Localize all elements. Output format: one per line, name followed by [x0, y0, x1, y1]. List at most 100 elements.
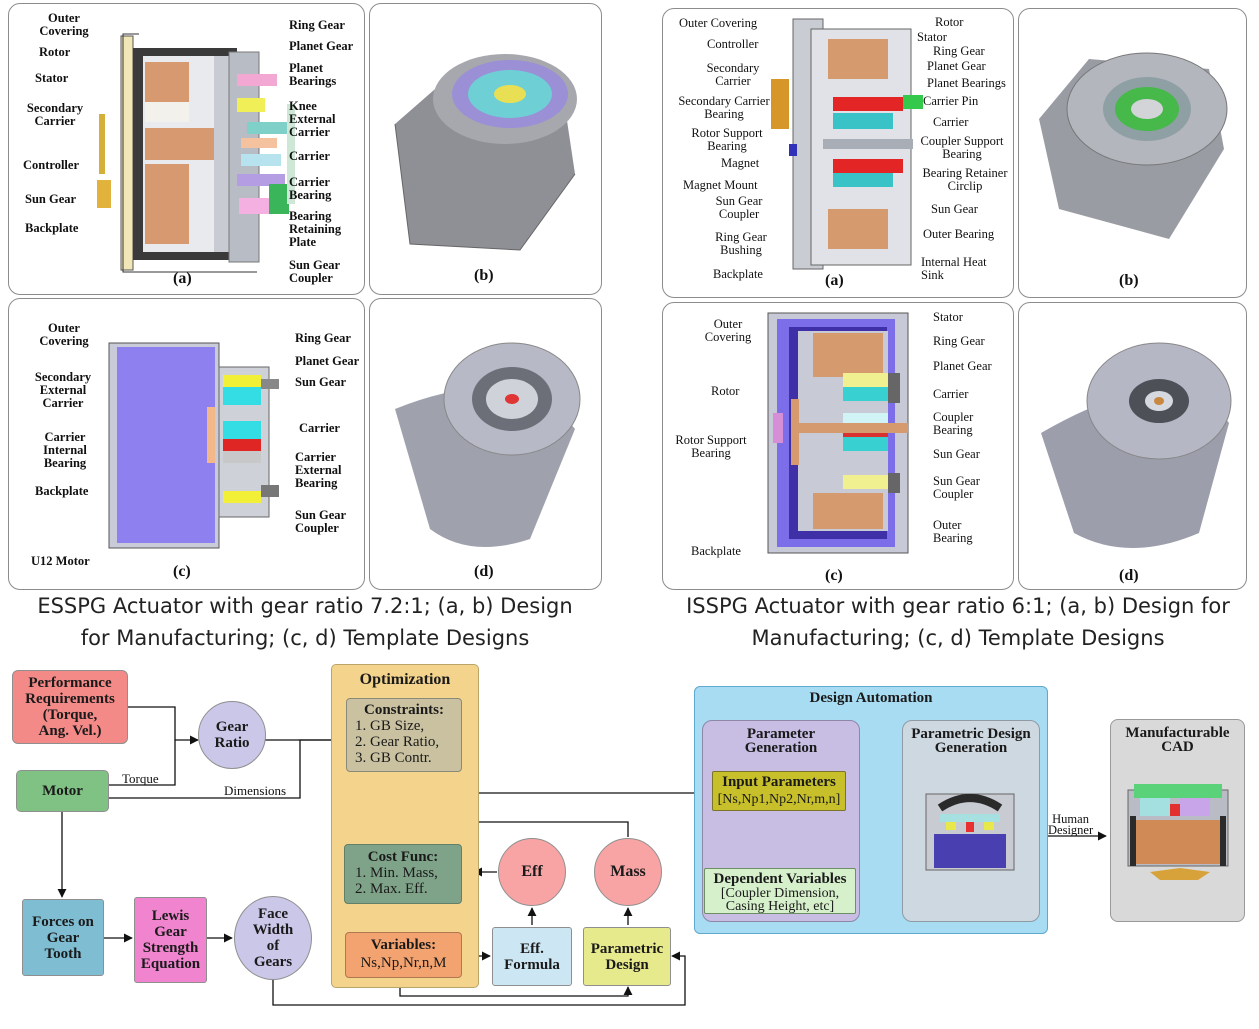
label-rotor: Rotor [39, 45, 71, 59]
cost-func-box: Cost Func: 1. Min. Mass, 2. Max. Eff. [344, 844, 462, 904]
dependent-variables-box: Dependent Variables [Coupler Dimension, … [704, 868, 856, 914]
isspg-cad-section-c [767, 312, 909, 554]
constraints-title: Constraints: [363, 702, 444, 718]
perf-line-3: (Torque, [42, 707, 98, 723]
mcad-line-2: CAD [1161, 739, 1194, 755]
cost-2: 2. Max. Eff. [355, 881, 428, 897]
label-carrier: Carrier [289, 149, 330, 163]
face-line-1: Face [258, 906, 288, 922]
label-sun-gear-coupler-i: Sun Gear Coupler [715, 194, 763, 221]
forces-node: Forces on Gear Tooth [22, 899, 104, 976]
label-rotor-support-bearing-ic: Rotor Support Bearing [675, 433, 747, 460]
label-magnet-mount-i: Magnet Mount [683, 178, 758, 192]
label-rotor-support-bearing-i: Rotor Support Bearing [691, 126, 763, 153]
mcad-line-1: Manufacturable [1125, 725, 1230, 741]
pdg-line-1: Parametric Design [911, 726, 1031, 742]
label-outer-covering-i: Outer Covering [679, 16, 758, 30]
label-outer-bearing-i: Outer Bearing [923, 227, 995, 241]
sublabel-a: (a) [173, 270, 192, 287]
eff-label: Eff [521, 863, 543, 880]
forces-line-1: Forces on [32, 913, 94, 930]
dep-line-2: Casing Height, etc] [725, 899, 835, 914]
label-planet-bearings-i: Planet Bearings [927, 76, 1006, 90]
label-outer-bearing-ic: Outer Bearing [933, 518, 973, 545]
input-params: [Ns,Np1,Np2,Nr,m,n] [717, 792, 841, 807]
label-carrier-pin-i: Carrier Pin [923, 94, 979, 108]
esspg-cad-section-a [97, 33, 295, 273]
constraint-1: 1. GB Size, [355, 718, 425, 734]
input-title: Input Parameters [722, 774, 836, 790]
label-carrier-i: Carrier [933, 115, 969, 129]
label-carrier-bearing: Carrier Bearing [289, 175, 332, 202]
sublabel-c: (c) [173, 563, 191, 580]
label-ring-gear-ic: Ring Gear [933, 334, 985, 348]
human-line-2: Designer [1048, 823, 1094, 837]
label-secondary-carrier-i: Secondary Carrier [706, 61, 760, 88]
label-ring-gear-bushing-i: Ring Gear Bushing [715, 230, 767, 257]
esspg-caption-line2: for Manufacturing; (c, d) Template Desig… [80, 626, 530, 650]
label-outer-covering-c: Outer Covering [39, 321, 89, 348]
label-coupler-bearing-ic: Coupler Bearing [933, 410, 974, 437]
label-ring-gear: Ring Gear [289, 18, 345, 32]
label-rotor-i: Rotor [935, 15, 964, 29]
lewis-line-2: Gear [154, 924, 187, 940]
human-line-1: Human [1052, 812, 1089, 826]
param-gen-line-1: Parameter [746, 726, 816, 742]
esspg-panel-a: Outer Covering Rotor Stator Secondary Ca… [8, 3, 365, 295]
lewis-node: Lewis Gear Strength Equation [134, 897, 207, 983]
label-sun-gear-c: Sun Gear [295, 375, 347, 389]
sublabel-a-i: (a) [825, 272, 844, 289]
isspg-panel-b: (b) [1018, 8, 1247, 298]
isspg-cad-render-d [1041, 342, 1232, 548]
variables-title: Variables: [370, 937, 437, 953]
label-stator-ic: Stator [933, 310, 963, 324]
face-width-node: Face Width of Gears [234, 896, 312, 980]
parametric-design-line-1: Parametric [590, 940, 664, 957]
label-planet-bearings: Planet Bearings [289, 61, 337, 88]
label-u12-motor: U12 Motor [31, 554, 90, 568]
isspg-caption-line2: Manufacturing; (c, d) Template Designs [751, 626, 1165, 650]
constraints-box: Constraints: 1. GB Size, 2. Gear Ratio, … [346, 698, 462, 772]
label-magnet-i: Magnet [721, 156, 760, 170]
gear-ratio-line-1: Gear [215, 719, 249, 735]
label-backplate-ic: Backplate [691, 544, 741, 558]
input-parameters-box: Input Parameters [Ns,Np1,Np2,Nr,m,n] [712, 771, 846, 811]
lewis-line-1: Lewis [151, 908, 190, 924]
variables-list: Ns,Np,Nr,n,M [360, 955, 447, 971]
esspg-caption-line1: ESSPG Actuator with gear ratio 7.2:1; (a… [37, 594, 573, 618]
eff-formula-node: Eff. Formula [492, 927, 572, 986]
sublabel-b: (b) [474, 267, 494, 284]
design-automation-title: Design Automation [809, 690, 933, 706]
performance-requirements-node: Performance Requirements (Torque, Ang. V… [12, 670, 128, 744]
esspg-cad-section-c [108, 342, 279, 549]
label-sun-gear-ic: Sun Gear [933, 447, 980, 461]
label-carrier-c: Carrier [299, 421, 340, 435]
dep-line-1: [Coupler Dimension, [720, 886, 840, 901]
gear-ratio-node: Gear Ratio [198, 701, 266, 769]
constraint-3: 3. GB Contr. [355, 750, 432, 766]
sublabel-b-i: (b) [1119, 272, 1139, 289]
label-bearing-retainer-circlip-i: Bearing Retainer Circlip [922, 166, 1008, 193]
label-secondary-external-carrier: Secondary External Carrier [34, 370, 92, 410]
parametric-design-line-2: Design [605, 956, 649, 973]
label-sun-gear-coupler-c: Sun Gear Coupler [295, 508, 346, 535]
param-gen-line-2: Generation [744, 740, 818, 756]
sublabel-c-i: (c) [825, 567, 843, 584]
lewis-line-3: Strength [142, 940, 199, 956]
esspg-panel-c: Outer Covering Secondary External Carrie… [8, 298, 365, 590]
label-controller-i: Controller [707, 37, 759, 51]
label-planet-gear-ic: Planet Gear [933, 359, 992, 373]
label-sun-gear-i: Sun Gear [931, 202, 978, 216]
forces-line-2: Gear [46, 929, 80, 946]
dep-title: Dependent Variables [713, 871, 847, 887]
label-coupler-support-bearing-i: Coupler Support Bearing [920, 134, 1004, 161]
manufacturable-cad-thumbnail [1127, 784, 1229, 880]
eff-node: Eff [498, 838, 566, 906]
label-planet-gear-c: Planet Gear [295, 354, 360, 368]
variables-box: Variables: Ns,Np,Nr,n,M [345, 932, 462, 978]
label-carrier-external-bearing: Carrier External Bearing [295, 450, 342, 490]
label-backplate-i: Backplate [713, 267, 763, 281]
label-sun-gear-coupler-ic: Sun Gear Coupler [933, 474, 980, 501]
label-carrier-internal-bearing: Carrier Internal Bearing [43, 430, 87, 470]
face-line-4: Gears [253, 954, 293, 970]
